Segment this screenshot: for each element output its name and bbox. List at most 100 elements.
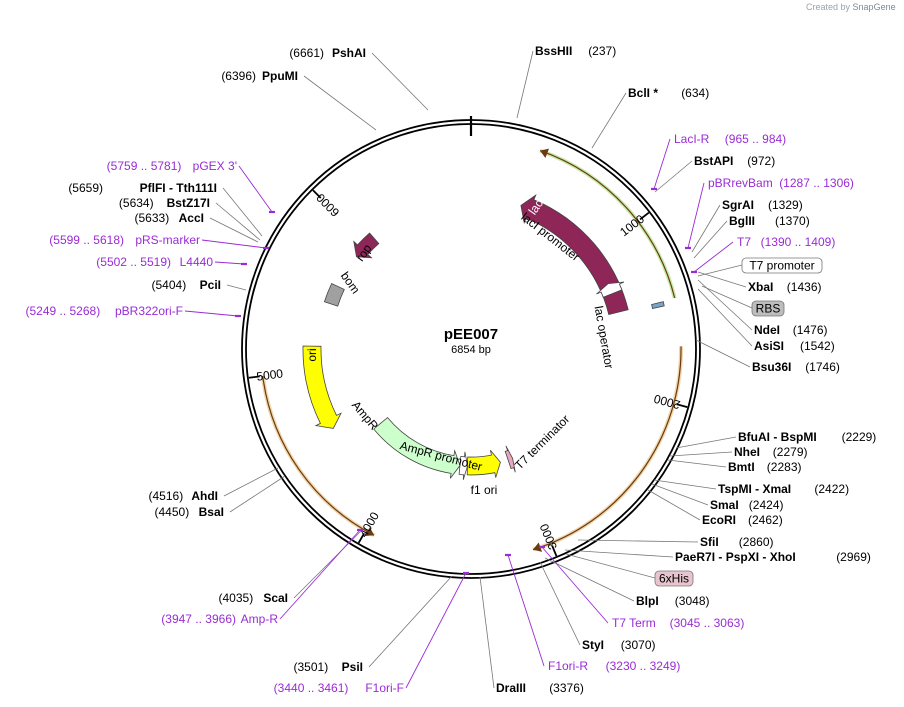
primer-leader-line (214, 261, 245, 265)
site-position: (5633) (135, 211, 170, 225)
site-name: AsiSI (754, 339, 784, 353)
tick-4000 (357, 532, 365, 544)
site-name: NdeI (754, 323, 780, 337)
site-tspmi-xmai[interactable]: TspMI - XmaI (2422) (653, 479, 849, 496)
primer-name: T7 (737, 235, 751, 249)
boxed-feature-rbs[interactable]: RBS (701, 285, 785, 317)
primer-f1ori-r[interactable]: F1ori-R (3230 .. 3249) (505, 553, 681, 673)
site-pcii[interactable]: (5404)PciI (152, 278, 247, 292)
site-leader-line (215, 202, 261, 241)
outer-arc-glow-1 (532, 346, 684, 552)
primer-leader-line (653, 138, 671, 190)
primer-range: (1390 .. 1409) (761, 235, 836, 249)
site-bsshii[interactable]: BssHII(237) (516, 44, 616, 119)
site-bglii[interactable]: BglII(1370) (693, 214, 810, 259)
site-scai[interactable]: (4035)ScaI (219, 527, 365, 605)
outer-arc-2 (262, 375, 375, 536)
primer-range: (5759 .. 5781) (107, 159, 182, 173)
site-position: (3501) (294, 660, 329, 674)
site-asisi[interactable]: AsiSI(1542) (697, 288, 835, 353)
primer-laci-r[interactable]: LacI-R(965 .. 984) (651, 132, 786, 191)
site-position: (2424) (749, 498, 784, 512)
box-leader-line (565, 553, 656, 579)
site-name: DraIII (496, 681, 526, 695)
primer-l4440[interactable]: L4440(5502 .. 5519) (96, 255, 247, 269)
primer-pgex-3[interactable]: pGEX 3'(5759 .. 5781) (107, 159, 275, 214)
site-name: BclI * (628, 86, 658, 100)
site-leader-line (647, 489, 701, 521)
primer-amp-r[interactable]: Amp-R(3947 .. 3966) (161, 528, 363, 626)
site-bmti[interactable]: BmtI(2283) (667, 459, 802, 474)
site-name: SgrAI (722, 198, 754, 212)
site-paer7i-pspxi-xhoi[interactable]: PaeR7I - PspXI - XhoI(2969) (564, 549, 871, 564)
site-name: Bsu36I (752, 360, 791, 374)
site-bcli[interactable]: BclI * (634) (591, 86, 709, 149)
feature-laci-promoter (596, 281, 625, 298)
site-leader-line (693, 220, 728, 259)
primer-f1ori-f[interactable]: F1ori-F(3440 .. 3461) (274, 571, 469, 695)
site-position: (634) (681, 86, 709, 100)
site-name: BstZ17I (167, 196, 210, 210)
site-bsu36i[interactable]: Bsu36I(1746) (695, 339, 840, 374)
site-sfii[interactable]: SfiI(2860) (577, 535, 773, 549)
site-name: XbaI (748, 280, 773, 294)
site-leader-line (539, 561, 581, 646)
site-bstapi[interactable]: BstAPI(972) (654, 154, 775, 193)
outer-arc-0 (539, 150, 676, 299)
label-layer: (6661)PshAI(6396)PpuMI BssHII(237) BclI * (… (25, 44, 876, 695)
site-position: (2462) (748, 513, 783, 527)
site-name: TspMI - XmaI (718, 482, 791, 496)
site-ppumi[interactable]: (6396)PpuMI (221, 69, 377, 131)
site-draiii[interactable]: DraIII (3376) (479, 576, 584, 695)
site-pflfi-tth111i[interactable]: (5659)PflFI - Tth111I (68, 181, 263, 237)
site-bsai[interactable]: (4450)BsaI (155, 475, 286, 519)
site-pshai[interactable]: (6661)PshAI (289, 46, 429, 111)
site-leader-line (654, 160, 693, 193)
site-xbai[interactable]: XbaI(1436) (697, 271, 821, 294)
box-frame (751, 300, 785, 317)
feature-laci (520, 194, 629, 315)
tick-5000 (248, 375, 260, 379)
box-frame (654, 570, 694, 587)
site-name: PshAI (332, 46, 366, 60)
site-leader-line (651, 483, 709, 506)
site-position: (2283) (767, 460, 802, 474)
site-position: (3048) (675, 594, 710, 608)
site-name: PciI (200, 278, 221, 292)
feature-ori (302, 345, 342, 429)
primer-range: (3230 .. 3249) (606, 659, 681, 673)
site-smai[interactable]: SmaI(2424) (651, 483, 784, 512)
tick-6000 (312, 189, 322, 199)
site-leader-line (222, 187, 263, 237)
site-psii[interactable]: (3501)PsiI (294, 575, 453, 674)
feature-t7-terminator (504, 445, 516, 473)
site-ahdi[interactable]: (4516)AhdI (149, 467, 279, 503)
primer-t7[interactable]: T7 (1390 .. 1409) (691, 235, 836, 274)
boxed-feature-6xhis[interactable]: 6xHis (565, 553, 694, 587)
plasmid-backbone (241, 116, 701, 579)
site-position: (237) (588, 44, 616, 58)
site-bfuai-bspmi[interactable]: BfuAI - BspMI(2229) (675, 430, 876, 449)
primer-prs-marker[interactable]: pRS-marker(5599 .. 5618) (49, 233, 269, 250)
primer-pbr322ori-f[interactable]: pBR322ori-F(5249 .. 5268) (25, 304, 241, 318)
site-bstz17i[interactable]: (5634)BstZ17I (119, 196, 261, 241)
primer-name: F1ori-R (548, 659, 588, 673)
site-leader-line (223, 467, 279, 497)
boxed-feature-t7-promoter[interactable]: T7 promoter (697, 257, 823, 277)
primer-pbrrevbam[interactable]: pBRrevBam(1287 .. 1306) (685, 176, 854, 250)
site-position: (3376) (549, 681, 584, 695)
primer-leader-line (507, 554, 545, 667)
snapgene-watermark: Created by SnapGene (806, 2, 896, 12)
site-ecori[interactable]: EcoRI(2462) (647, 489, 783, 527)
site-leader-line (371, 52, 429, 111)
site-leader-line (667, 459, 727, 468)
site-acci[interactable]: (5633)AccI (135, 211, 259, 243)
site-position: (1476) (793, 323, 828, 337)
site-position: (2422) (814, 482, 849, 496)
primer-t7-term[interactable]: T7 Term(3045 .. 3063) (539, 545, 744, 630)
site-sgrai[interactable]: SgrAI(1329) (691, 198, 803, 253)
site-leader-line (544, 557, 635, 602)
site-styi[interactable]: StyI(3070) (539, 561, 655, 652)
site-blpi[interactable]: BlpI(3048) (544, 557, 710, 608)
site-nhei[interactable]: NheI(2279) (669, 445, 807, 459)
